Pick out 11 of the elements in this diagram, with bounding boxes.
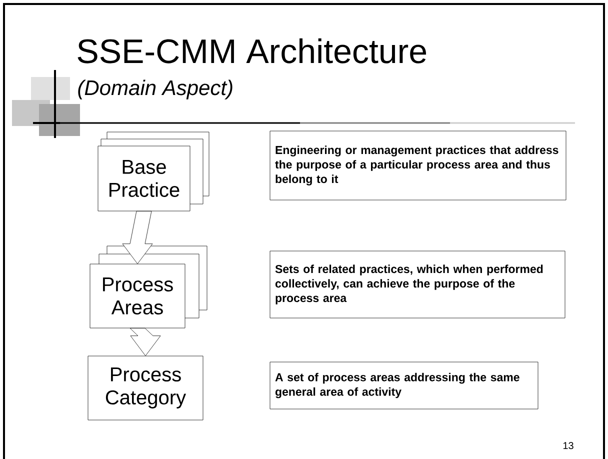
subtitle: (Domain Aspect) bbox=[78, 80, 232, 100]
process-box: Base Practice bbox=[98, 146, 190, 212]
description-box: Engineering or management practices that address the purpose of a particular process area and thus belong to it bbox=[270, 130, 566, 200]
title: SSE-CMM Architecture bbox=[78, 38, 426, 64]
block-arrow bbox=[130, 328, 161, 356]
process-box: Process Category bbox=[88, 356, 204, 420]
block-arrow bbox=[122, 211, 153, 264]
description-box: Sets of related practices, which when performed collectively, can achieve the purpose of the process area bbox=[270, 250, 566, 318]
process-box: Process Areas bbox=[90, 264, 186, 328]
description-box: A set of process areas addressing the same general area of activity bbox=[270, 362, 538, 410]
page-number: 13 bbox=[563, 442, 574, 450]
